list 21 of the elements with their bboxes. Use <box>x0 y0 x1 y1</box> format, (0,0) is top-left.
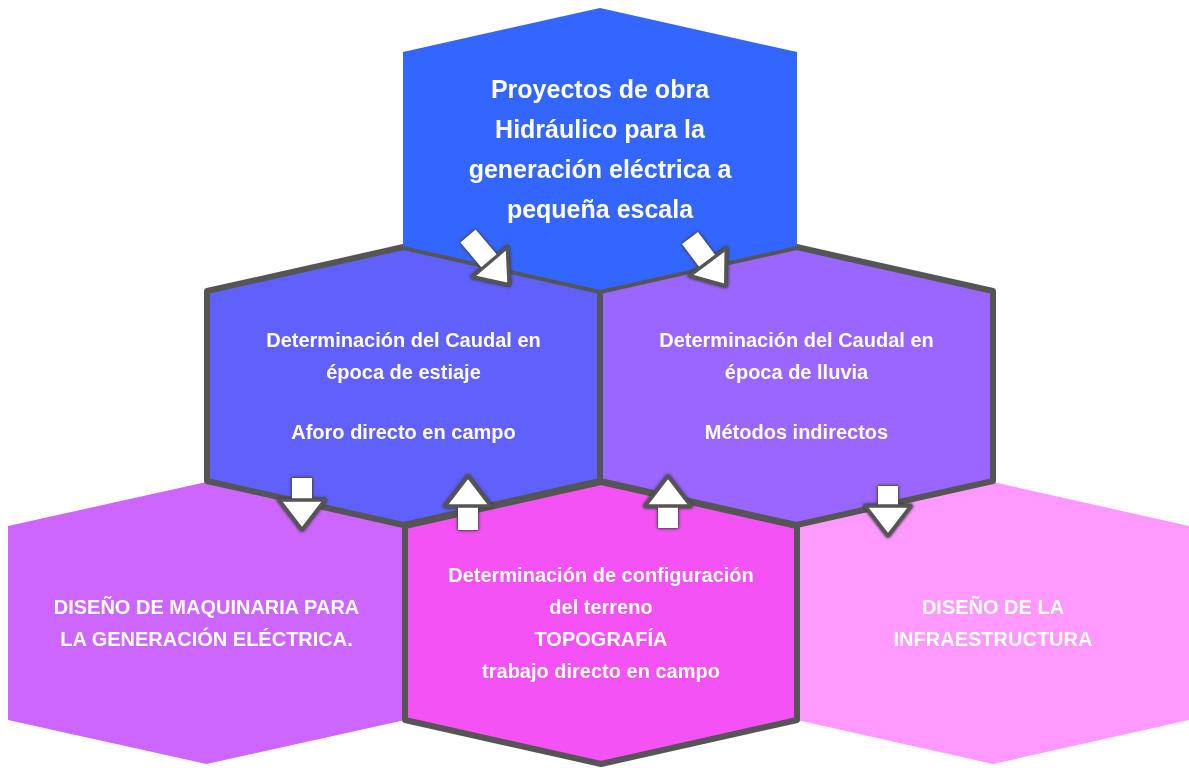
block-arrow <box>863 486 913 538</box>
node-text: Métodos indirectos <box>704 420 889 445</box>
hexagon-node <box>403 8 797 290</box>
hexagon-node <box>600 247 993 525</box>
block-arrow <box>460 229 511 287</box>
node-text: trabajo directo en campo <box>482 659 720 684</box>
node-text: DISEÑO DE LA INFRAESTRUCTURA <box>892 595 1094 652</box>
block-arrow <box>643 474 693 528</box>
node-text: Determinación de configuración del terreno <box>447 563 755 620</box>
hexagon-node <box>797 482 1189 764</box>
node-text: Determinación del Caudal en época de estiaje <box>265 328 542 385</box>
node-text: Aforo directo en campo <box>291 420 516 445</box>
block-arrow <box>277 478 327 532</box>
block-arrow <box>682 232 728 288</box>
node-text: Determinación del Caudal en época de lluvia <box>658 328 935 385</box>
hexagon-node <box>207 247 600 525</box>
node-text: Proyectos de obra Hidráulico para la generación eléctrica a pequeña escala <box>467 74 733 225</box>
node-text: DISEÑO DE MAQUINARIA PARA LA GENERACIÓN ELÉCTRICA. <box>52 595 361 652</box>
hexagon-node <box>405 482 797 764</box>
node-text: TOPOGRAFÍA <box>534 627 668 652</box>
hexagon-node <box>8 482 405 764</box>
